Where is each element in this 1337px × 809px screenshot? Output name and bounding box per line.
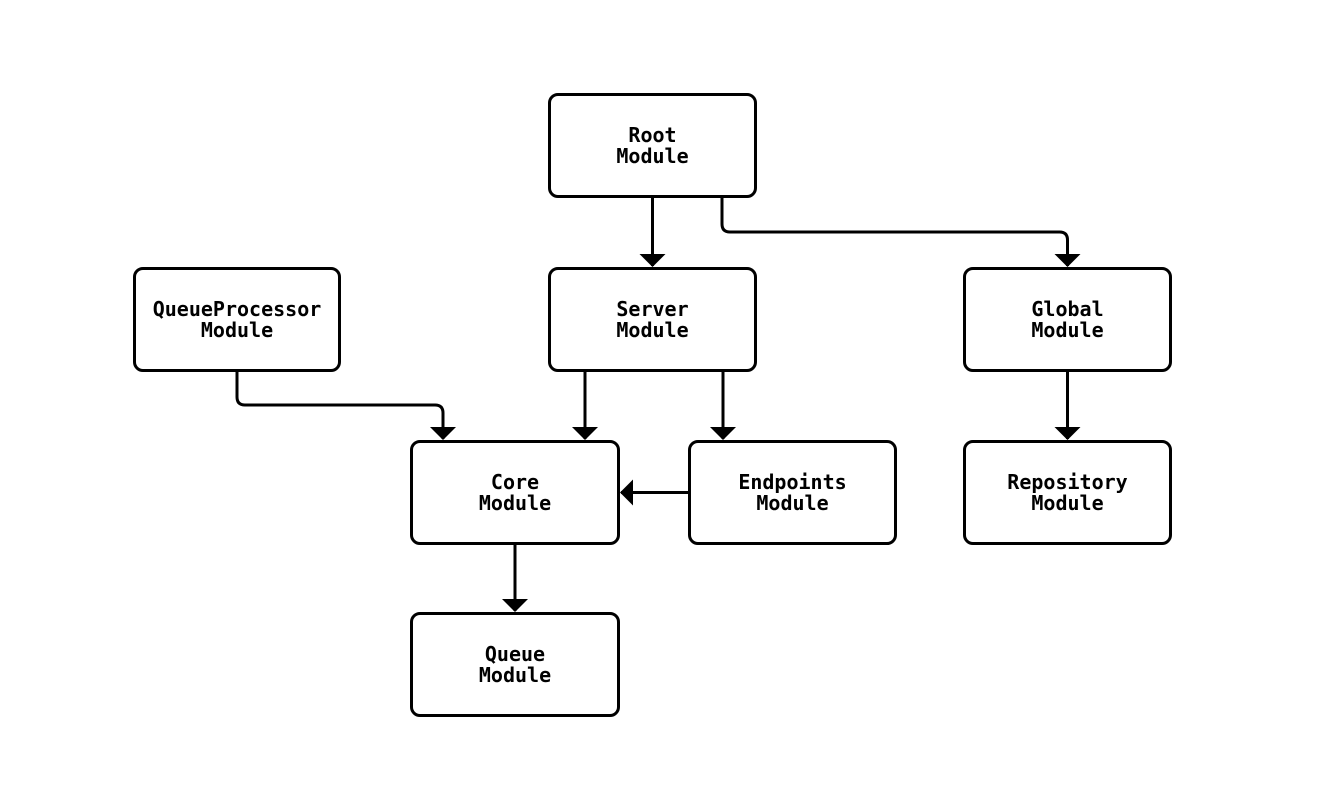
edge-queueprocessor-to-core xyxy=(235,372,456,440)
node-label: Global Module xyxy=(1031,296,1104,342)
node-label: Root Module xyxy=(616,122,689,168)
node-label: Queue Module xyxy=(478,641,552,687)
node-root-module: Root Module xyxy=(548,93,757,198)
node-label: Repository Module xyxy=(1007,469,1128,515)
node-queue-module: Queue Module xyxy=(410,612,620,717)
node-queueprocessor-module: QueueProcessor Module xyxy=(133,267,341,372)
node-server-module: Server Module xyxy=(548,267,757,372)
node-label: Core Module xyxy=(478,469,552,515)
edge-root-to-global xyxy=(720,198,1081,267)
node-label: Server Module xyxy=(616,296,689,342)
node-endpoints-module: Endpoints Module xyxy=(688,440,897,545)
node-core-module: Core Module xyxy=(410,440,620,545)
node-label: QueueProcessor Module xyxy=(152,296,322,342)
node-label: Endpoints Module xyxy=(738,469,847,515)
node-global-module: Global Module xyxy=(963,267,1172,372)
node-repository-module: Repository Module xyxy=(963,440,1172,545)
